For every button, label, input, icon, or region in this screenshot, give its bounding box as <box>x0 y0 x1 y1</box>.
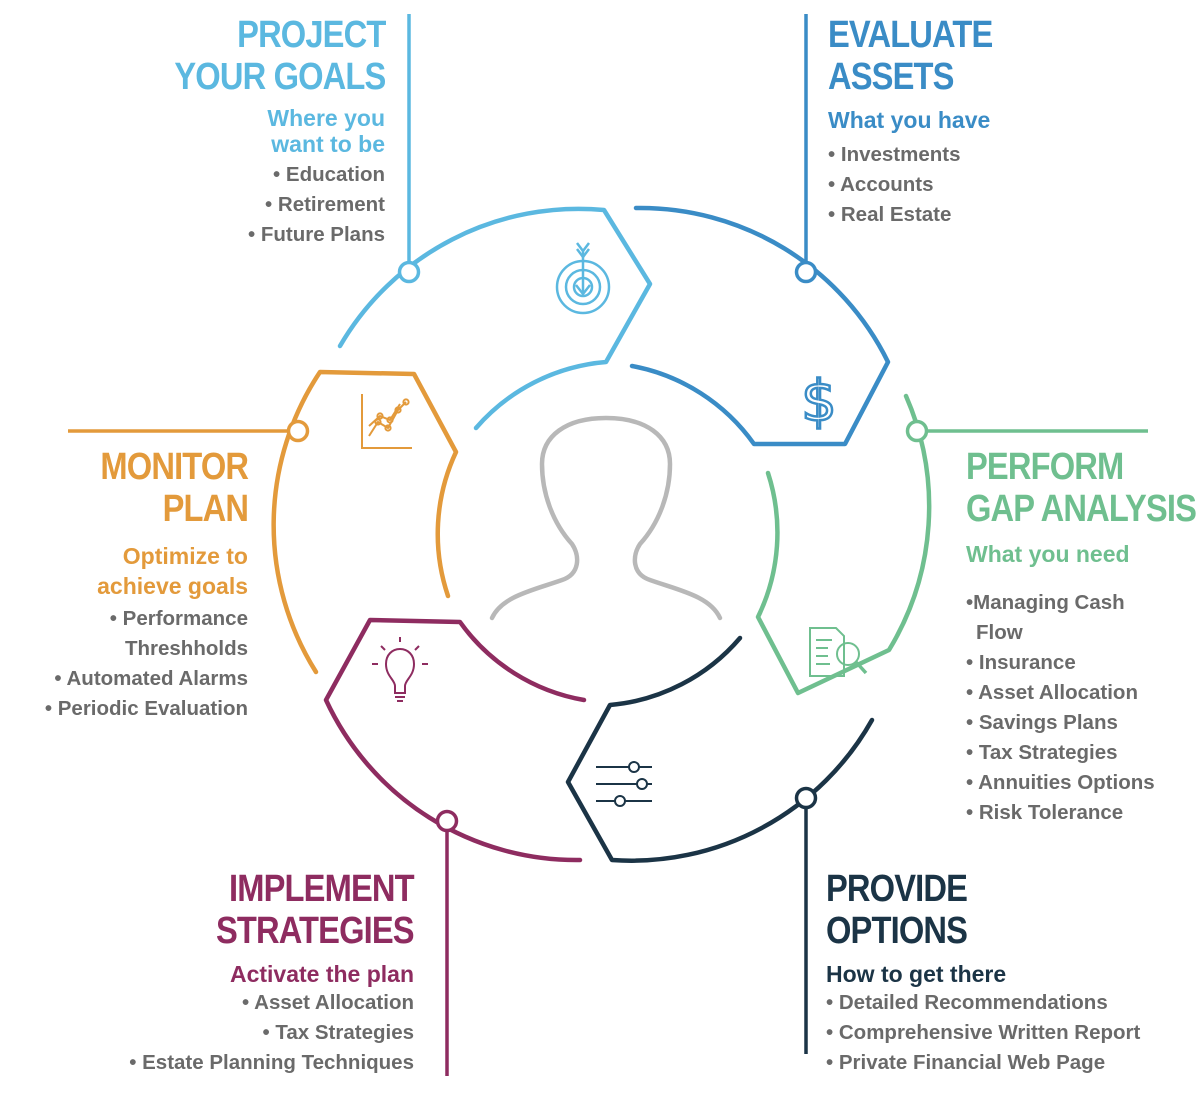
monitor-subtitle-line2: achieve goals <box>97 573 248 599</box>
evaluate-segment <box>629 205 891 447</box>
gap-node <box>905 419 929 443</box>
evaluate-node <box>794 260 818 284</box>
project-node <box>397 260 421 284</box>
gap-subtitle: What you need <box>966 541 1130 567</box>
document-magnifier-icon <box>809 627 868 677</box>
project-title-line1: PROJECT <box>236 14 386 56</box>
implement-title-line2: STRATEGIES <box>216 910 415 952</box>
implement-segment <box>323 617 587 863</box>
list-item: Flow <box>976 621 1023 644</box>
list-item: • Private Financial Web Page <box>826 1051 1106 1074</box>
list-item: • Asset Allocation <box>966 681 1138 704</box>
line-chart-icon <box>361 394 412 449</box>
provide-options-block: PROVIDE OPTIONS How to get there • Detai… <box>826 868 1140 1078</box>
provide-node <box>794 786 818 810</box>
provide-title-line1: PROVIDE <box>826 868 968 910</box>
list-item: • Performance <box>109 607 248 630</box>
list-item: • Real Estate <box>828 203 952 226</box>
monitor-subtitle-line1: Optimize to <box>122 543 248 569</box>
implement-subtitle: Activate the plan <box>229 961 414 987</box>
monitor-segment <box>271 369 459 675</box>
implement-title-line1: IMPLEMENT <box>229 868 415 910</box>
monitor-title-line2: PLAN <box>162 488 248 530</box>
list-item: • Tax Strategies <box>262 1021 415 1044</box>
provide-title-line2: OPTIONS <box>826 910 968 952</box>
list-item: • Estate Planning Techniques <box>129 1051 414 1074</box>
list-item: • Detailed Recommendations <box>826 991 1108 1014</box>
monitor-node <box>286 419 310 443</box>
gap-bullet-list: •Managing Cash Flow • Insurance • Asset … <box>966 588 1200 828</box>
implement-node <box>435 809 459 833</box>
provide-segment <box>565 635 875 863</box>
lightbulb-icon <box>372 637 428 702</box>
evaluate-assets-block: EVALUATE ASSETS What you have • Investme… <box>828 14 1019 230</box>
monitor-plan-block: MONITOR PLAN Optimize to achieve goals •… <box>45 446 249 724</box>
list-item: • Insurance <box>966 651 1076 674</box>
list-item: • Automated Alarms <box>54 667 248 690</box>
list-item: • Savings Plans <box>966 711 1118 734</box>
project-title-line2: YOUR GOALS <box>173 56 386 98</box>
gap-analysis-block: PERFORM GAP ANALYSIS What you need •Mana… <box>966 446 1200 828</box>
list-item: Threshholds <box>124 637 248 660</box>
evaluate-title-line1: EVALUATE <box>828 14 993 56</box>
evaluate-bullet-list: • Investments • Accounts • Real Estate <box>828 140 1019 230</box>
gap-segment <box>755 393 932 696</box>
list-item: • Periodic Evaluation <box>44 697 248 720</box>
list-item: • Annuities Options <box>966 771 1155 794</box>
project-goals-block: PROJECT YOUR GOALS Where you want to be … <box>140 14 386 250</box>
list-item: • Asset Allocation <box>242 991 414 1014</box>
monitor-bullet-list: • Performance Threshholds • Automated Al… <box>45 604 248 724</box>
list-item: • Accounts <box>828 173 934 196</box>
implement-strategies-block: IMPLEMENT STRATEGIES Activate the plan •… <box>129 868 415 1078</box>
project-segment <box>337 206 653 431</box>
implement-bullet-list: • Asset Allocation • Tax Strategies • Es… <box>129 988 414 1078</box>
gap-title-line1: PERFORM <box>966 446 1124 488</box>
gap-title-line2: GAP ANALYSIS <box>966 488 1197 530</box>
list-item: • Tax Strategies <box>966 741 1118 764</box>
evaluate-subtitle: What you have <box>828 107 991 133</box>
monitor-title-line1: MONITOR <box>100 446 249 488</box>
target-arrow-icon <box>555 242 611 315</box>
project-subtitle-line2: want to be <box>271 131 385 157</box>
project-bullet-list: • Education • Retirement • Future Plans <box>140 160 385 250</box>
project-subtitle-line1: Where you <box>267 105 385 131</box>
list-item: • Retirement <box>265 193 385 216</box>
provide-subtitle: How to get there <box>826 961 1007 987</box>
dollar-sign-icon: $ <box>801 369 837 434</box>
evaluate-title-line2: ASSETS <box>828 56 954 98</box>
list-item: • Education <box>273 163 385 186</box>
provide-bullet-list: • Detailed Recommendations • Comprehensi… <box>826 988 1140 1078</box>
list-item: • Risk Tolerance <box>966 801 1124 824</box>
list-item: • Investments <box>828 143 961 166</box>
sliders-icon <box>596 761 652 807</box>
person-silhouette-icon <box>489 415 723 621</box>
list-item: • Comprehensive Written Report <box>826 1021 1141 1044</box>
list-item: • Future Plans <box>247 223 385 246</box>
list-item: •Managing Cash <box>966 591 1125 614</box>
